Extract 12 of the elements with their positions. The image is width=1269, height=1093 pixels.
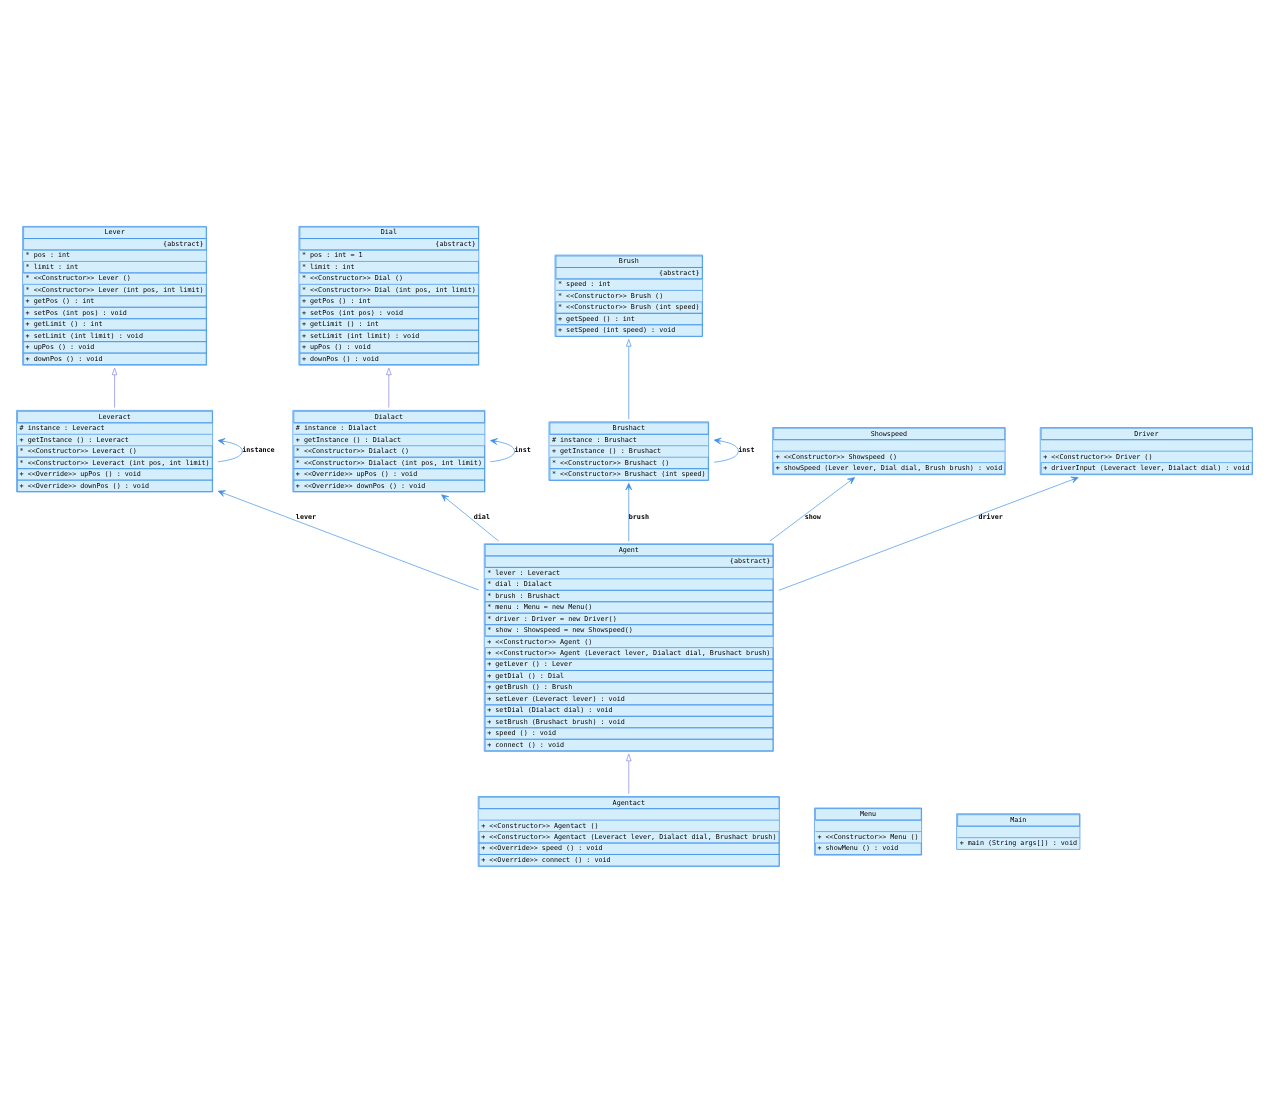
arrow — [769, 477, 855, 542]
arrow — [441, 494, 499, 542]
arrow — [713, 437, 739, 463]
arrow — [778, 476, 1079, 591]
arrow — [625, 482, 633, 542]
arrow — [386, 367, 392, 408]
arrow — [217, 490, 479, 591]
arrow — [626, 339, 632, 420]
arrow — [490, 438, 515, 463]
arrow — [111, 367, 118, 408]
arrow — [626, 753, 632, 795]
arrow — [217, 438, 243, 463]
